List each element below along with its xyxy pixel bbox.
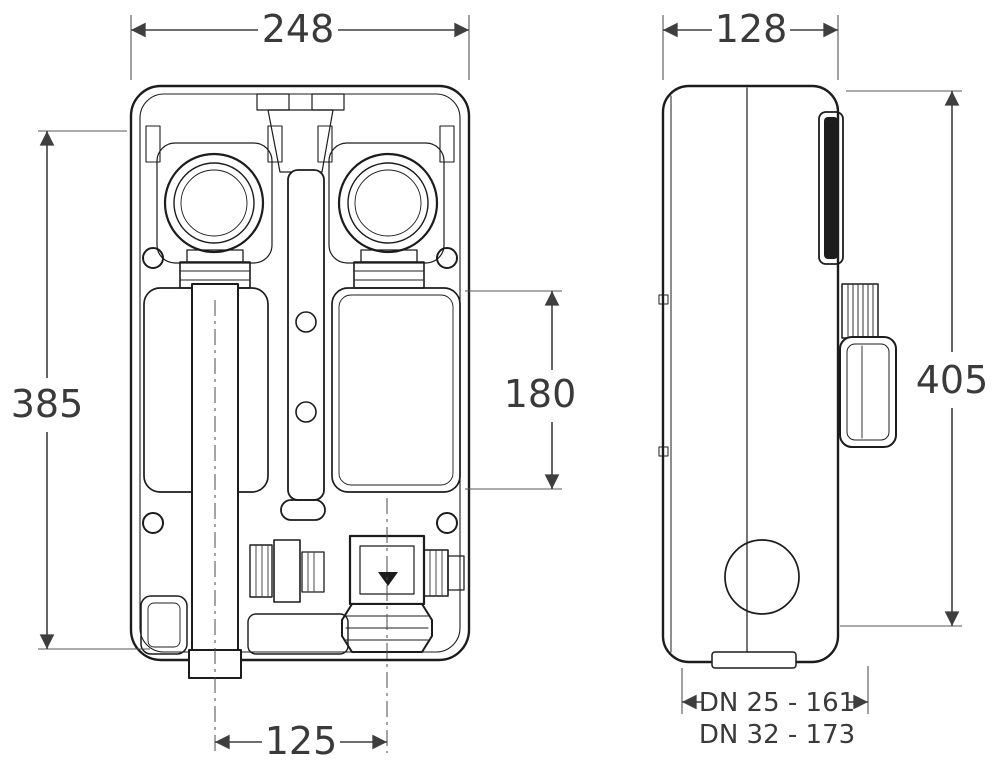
mount-hole-br: [436, 512, 458, 534]
side-knob-circle: [724, 539, 800, 615]
bracket-detail-1: [145, 125, 161, 163]
port-housing-left: [156, 142, 273, 264]
side-foot: [711, 651, 797, 669]
dim-label-dn25: DN 25 - 161: [699, 688, 855, 718]
port-circle-right-inner: [347, 162, 429, 244]
bracket-detail-2: [267, 125, 283, 163]
dim-label-128: 128: [715, 7, 788, 51]
bottom-bracket-center: [247, 613, 349, 655]
bottom-bracket-left: [140, 595, 188, 655]
dim-label-125: 125: [265, 719, 338, 763]
flow-direction-triangle: [378, 572, 398, 586]
mount-hole-tr: [436, 247, 458, 269]
port-circle-left: [163, 152, 265, 254]
column-hole-upper: [295, 311, 317, 333]
dim-label-405: 405: [916, 358, 989, 402]
mount-hole-tl: [142, 247, 164, 269]
bracket-detail-3: [317, 125, 333, 163]
side-tick-lower: [658, 446, 669, 457]
oval-slot: [280, 499, 326, 521]
dim-label-248: 248: [262, 7, 335, 51]
port-circle-right-bore: [354, 169, 422, 237]
center-column: [287, 169, 325, 501]
bracket-detail-4: [439, 125, 455, 163]
connector-strip: [824, 117, 838, 259]
insulation-panel-right-inner: [338, 294, 454, 486]
top-funnel: [267, 109, 334, 173]
dim-label-385: 385: [11, 382, 84, 426]
side-view: [658, 84, 897, 669]
dimension-port-spacing: 180: [465, 290, 577, 490]
port-housing-right: [328, 142, 445, 264]
dimension-center-distance: 125: [215, 719, 387, 763]
port-circle-right: [337, 152, 439, 254]
dimension-front-width: 248: [130, 7, 470, 80]
dim-label-180: 180: [504, 372, 577, 416]
dimension-front-height: 385: [11, 130, 150, 650]
dimension-side-height: 405: [840, 90, 989, 627]
bottom-bracket-left-inner: [147, 602, 181, 648]
port-circle-left-bore: [180, 169, 248, 237]
front-view: [129, 84, 471, 679]
port-circle-left-inner: [173, 162, 255, 244]
connector-strip-outline: [818, 111, 844, 265]
side-outer-housing: [661, 84, 840, 664]
side-pump-head: [839, 283, 897, 448]
dimension-dn-depth: DN 25 - 161 DN 32 - 173: [681, 666, 869, 750]
mount-hole-bl: [142, 512, 164, 534]
union-nut-left: [179, 249, 251, 289]
side-tick-upper: [658, 294, 669, 305]
dimension-side-width: 128: [662, 7, 839, 80]
insulation-panel-right: [331, 287, 461, 493]
dim-label-dn32: DN 32 - 173: [699, 720, 855, 750]
column-hole-lower: [295, 401, 317, 423]
